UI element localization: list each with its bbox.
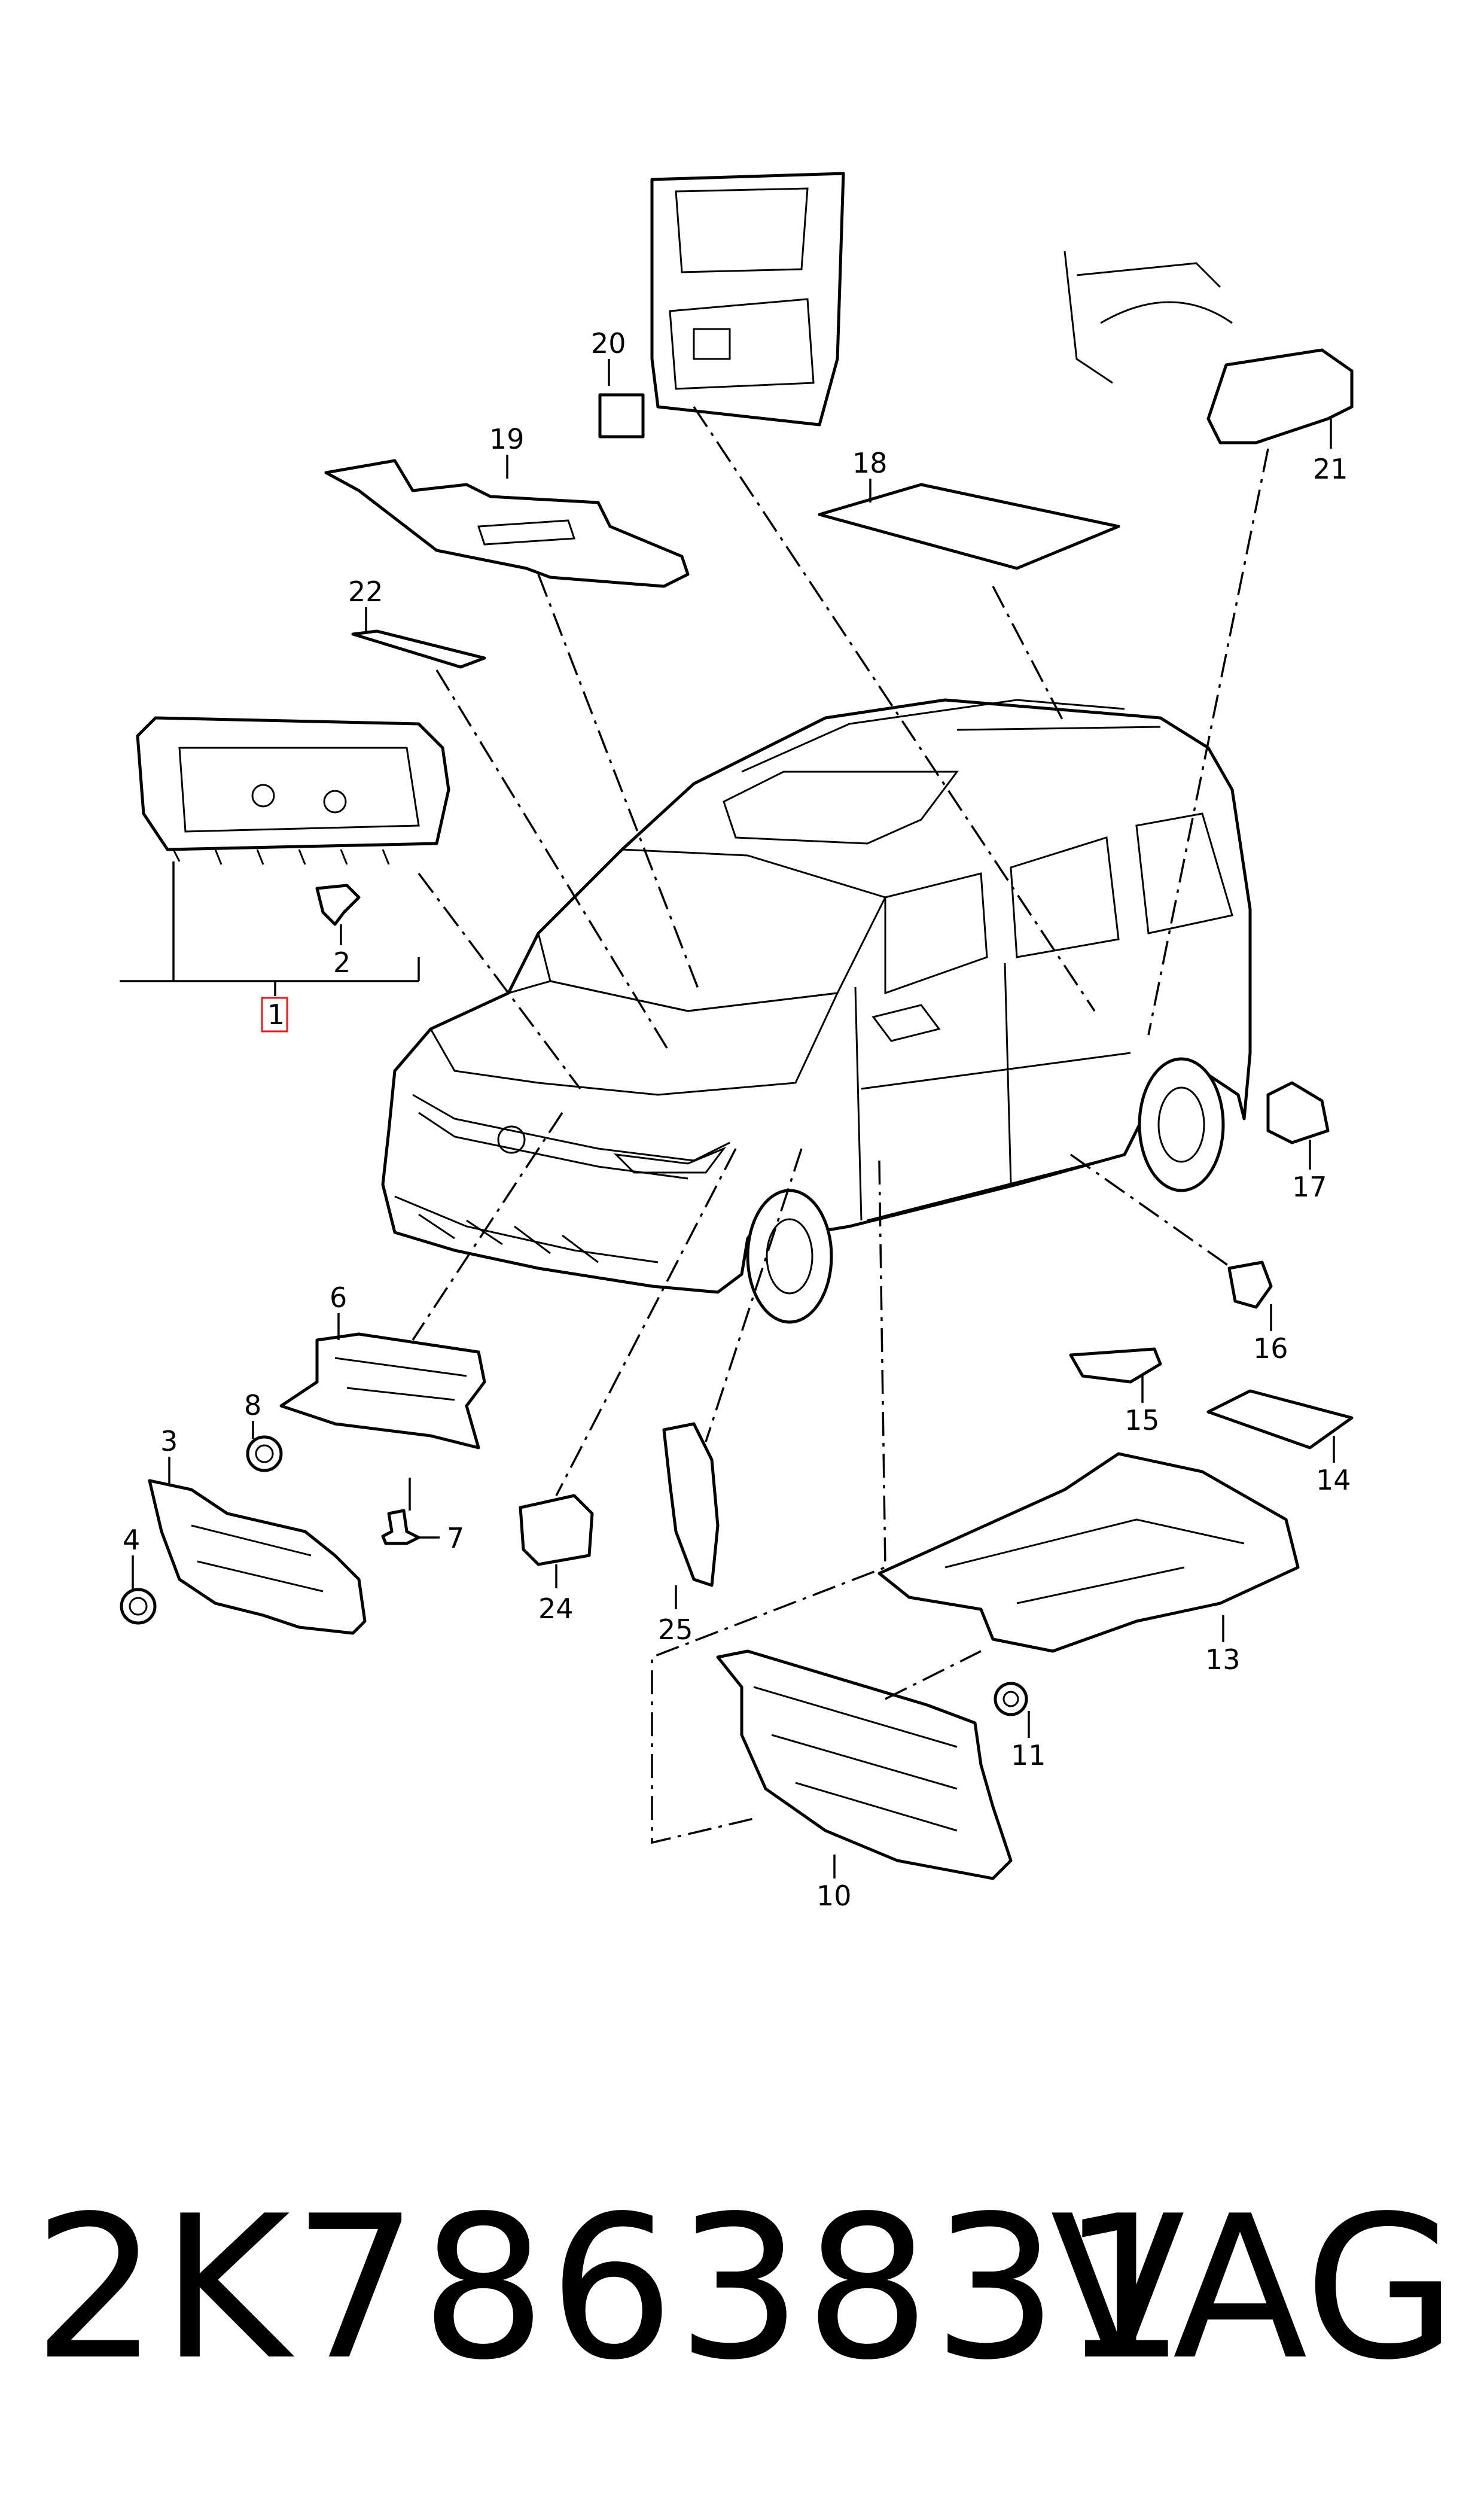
callout-17: 17 [1292, 1171, 1327, 1203]
part-11-clip [994, 1682, 1028, 1716]
callout-22: 22 [348, 576, 383, 608]
callout-labels: 1 2 3 4 6 7 8 10 11 13 14 15 16 17 18 19… [123, 327, 1351, 1912]
vehicle-drawing [381, 698, 1252, 1324]
highlight-box [261, 997, 288, 1033]
callout-14: 14 [1316, 1464, 1351, 1496]
part-20-door-panel [650, 172, 845, 427]
callout-3: 3 [160, 1425, 178, 1457]
callout-1: 1 [267, 998, 285, 1031]
parts-diagram: 1 2 3 4 6 7 8 10 11 13 14 15 16 17 18 19… [120, 172, 1354, 1912]
callout-16: 16 [1253, 1332, 1288, 1365]
callout-21: 21 [1313, 453, 1348, 485]
callout-11: 11 [1011, 1739, 1046, 1771]
brand-label: VAG [1050, 2173, 1457, 2403]
part-25-pillar-trim [662, 1422, 720, 1587]
part-18-roof-liner [818, 483, 1120, 570]
part-4-clip [120, 1588, 157, 1625]
callout-10: 10 [816, 1880, 852, 1912]
part-8-clip [246, 1435, 283, 1472]
callout-24: 24 [538, 1593, 574, 1625]
part-15-mat [1069, 1347, 1162, 1384]
part-1-hood-insulation [136, 716, 450, 865]
callout-2: 2 [333, 946, 351, 979]
callout-leaders [132, 359, 1335, 1878]
part-7-bolt [381, 1509, 420, 1545]
part-number: 2K7863831 [33, 2173, 1189, 2403]
callout-20: 20 [591, 327, 626, 360]
part-2-clip [315, 884, 361, 926]
part-6-heat-shield [279, 1332, 486, 1450]
part-3-engine-insulation [148, 1479, 367, 1635]
part-21-wheelhouse-trim [1064, 251, 1354, 444]
part-16-cover [1227, 1260, 1273, 1309]
callout-4: 4 [123, 1524, 140, 1556]
part-19-cowl-seal [324, 459, 690, 588]
part-24-foam-block [519, 1494, 594, 1566]
part-13-floor-insulation [877, 1452, 1300, 1653]
callout-13: 13 [1205, 1643, 1241, 1676]
callout-8: 8 [244, 1389, 261, 1421]
callout-7: 7 [447, 1522, 464, 1554]
callout-6: 6 [330, 1281, 347, 1314]
callout-18: 18 [852, 447, 888, 479]
part-17-cover [1266, 1081, 1330, 1144]
part-14-mat [1206, 1389, 1354, 1450]
callout-25: 25 [658, 1613, 693, 1646]
part-20-sound-pad [598, 393, 645, 439]
part-22-pad [351, 629, 486, 669]
callout-19: 19 [489, 423, 525, 455]
part-10-bulkhead-insulation [716, 1649, 1013, 1880]
callout-15: 15 [1125, 1404, 1160, 1436]
dash-dot-leaders [412, 406, 1269, 1844]
